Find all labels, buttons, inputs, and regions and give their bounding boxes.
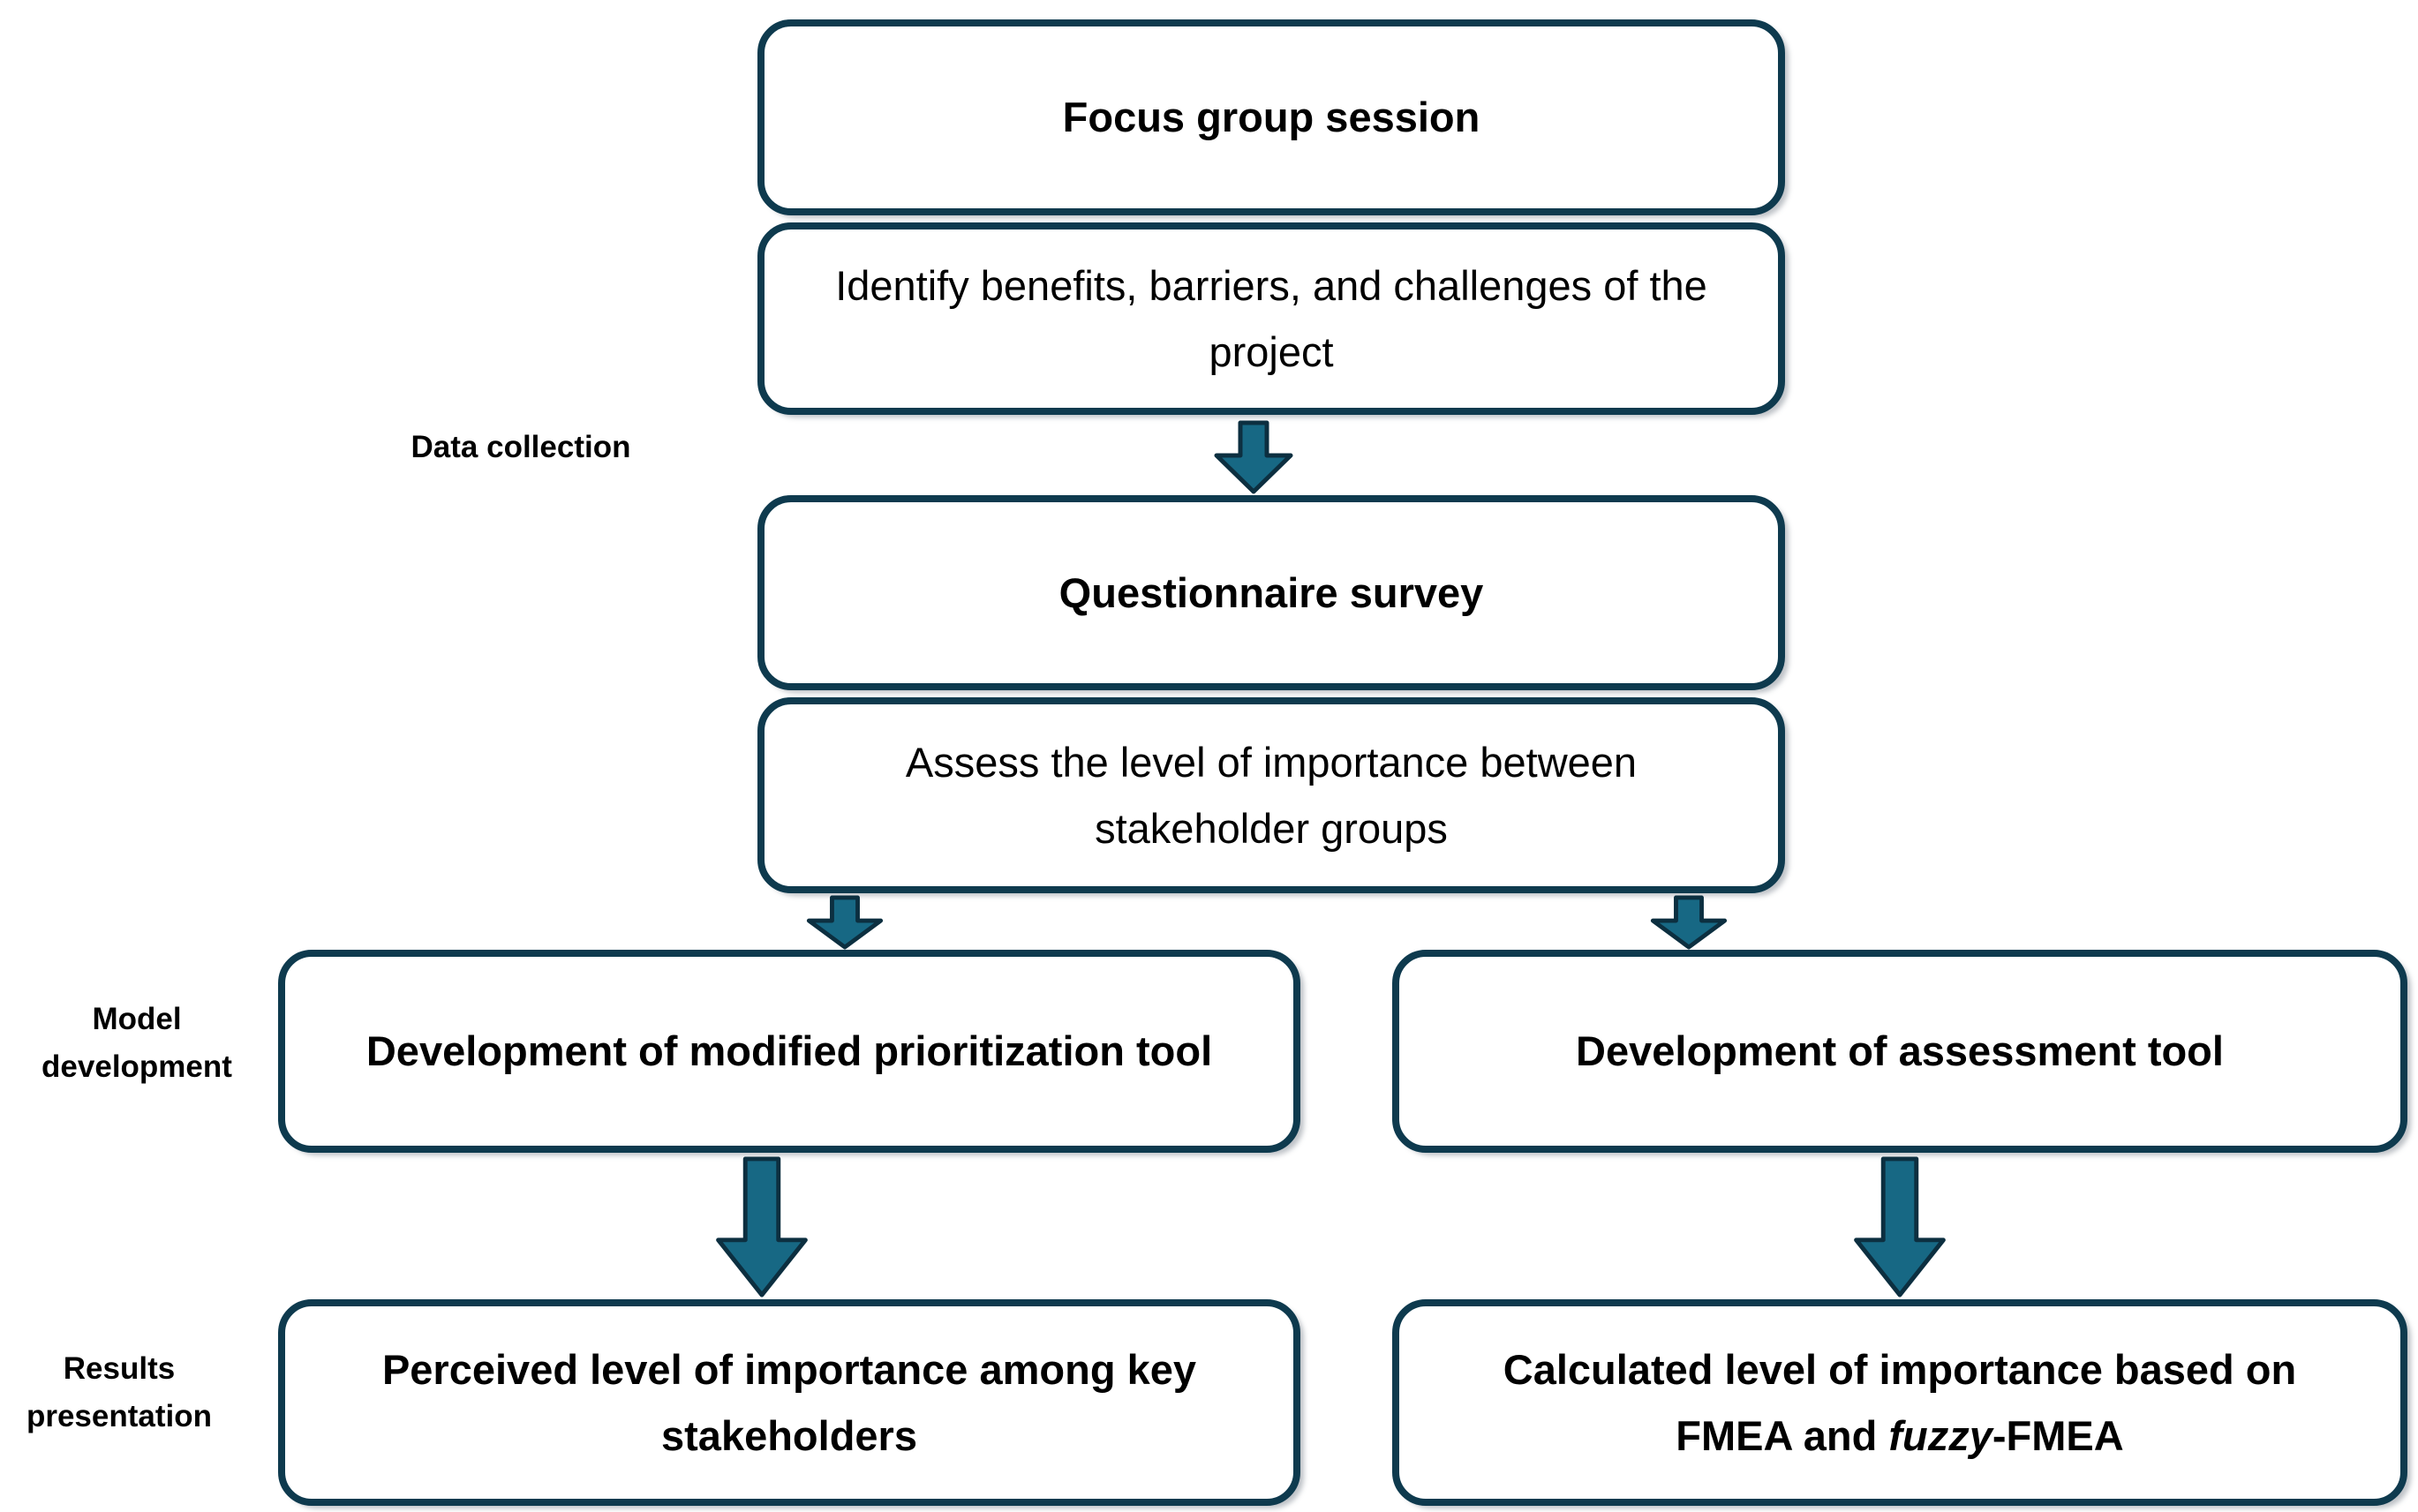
arrow-prioritization-to-perceived — [712, 1156, 811, 1298]
down-arrow-icon — [806, 895, 884, 950]
phase-label-model-development-text: Model development — [41, 1002, 232, 1085]
focus-group-description-box: Identify benefits, barriers, and challen… — [757, 222, 1785, 415]
down-arrow-icon — [716, 1156, 808, 1298]
phase-label-results-presentation-text: Results presentation — [26, 1351, 213, 1434]
questionnaire-survey-title: Questionnaire survey — [1058, 568, 1484, 616]
focus-group-session-box: Focus group session — [757, 19, 1785, 215]
perceived-importance-title: Perceived level of importance among key … — [381, 1345, 1197, 1459]
focus-group-session-title: Focus group session — [1062, 94, 1480, 141]
questionnaire-description-box: Assess the level of importance between s… — [757, 697, 1785, 893]
prioritization-tool-title: Development of modified prioritization t… — [365, 1027, 1213, 1075]
prioritization-tool-box: Development of modified prioritization t… — [278, 950, 1300, 1153]
perceived-importance-box: Perceived level of importance among key … — [278, 1299, 1300, 1506]
arrow-focus-to-questionnaire — [1211, 420, 1296, 494]
calculated-importance-line2-pre: FMEA and — [1676, 1412, 1889, 1459]
phase-label-results-presentation: Results presentation — [9, 1345, 230, 1441]
arrow-assessment-to-calculated — [1850, 1156, 1949, 1298]
calculated-importance-box: Calculated level of importance based on … — [1392, 1299, 2407, 1506]
down-arrow-icon — [1650, 895, 1728, 950]
questionnaire-description-text: Assess the level of importance between s… — [905, 738, 1638, 852]
calculated-importance-line2: FMEA and fuzzy-FMEA — [1503, 1403, 2296, 1469]
calculated-importance-line2-italic: fuzzy — [1888, 1412, 1992, 1459]
calculated-importance-title: Calculated level of importance based on … — [1503, 1336, 2296, 1469]
calculated-importance-line1: Calculated level of importance based on — [1503, 1345, 2297, 1393]
phase-label-data-collection-text: Data collection — [411, 430, 631, 464]
arrow-survey-to-prioritization — [802, 895, 887, 950]
focus-group-description-text: Identify benefits, barriers, and challen… — [835, 261, 1707, 375]
arrow-survey-to-assessment — [1646, 895, 1731, 950]
down-arrow-icon — [1854, 1156, 1946, 1298]
down-arrow-icon — [1214, 420, 1293, 494]
phase-label-model-development: Model development — [26, 996, 247, 1092]
assessment-tool-title: Development of assessment tool — [1576, 1027, 2224, 1075]
assessment-tool-box: Development of assessment tool — [1392, 950, 2407, 1153]
calculated-importance-line2-post: -FMEA — [1992, 1412, 2124, 1459]
questionnaire-survey-box: Questionnaire survey — [757, 495, 1785, 690]
phase-label-data-collection: Data collection — [371, 424, 671, 471]
